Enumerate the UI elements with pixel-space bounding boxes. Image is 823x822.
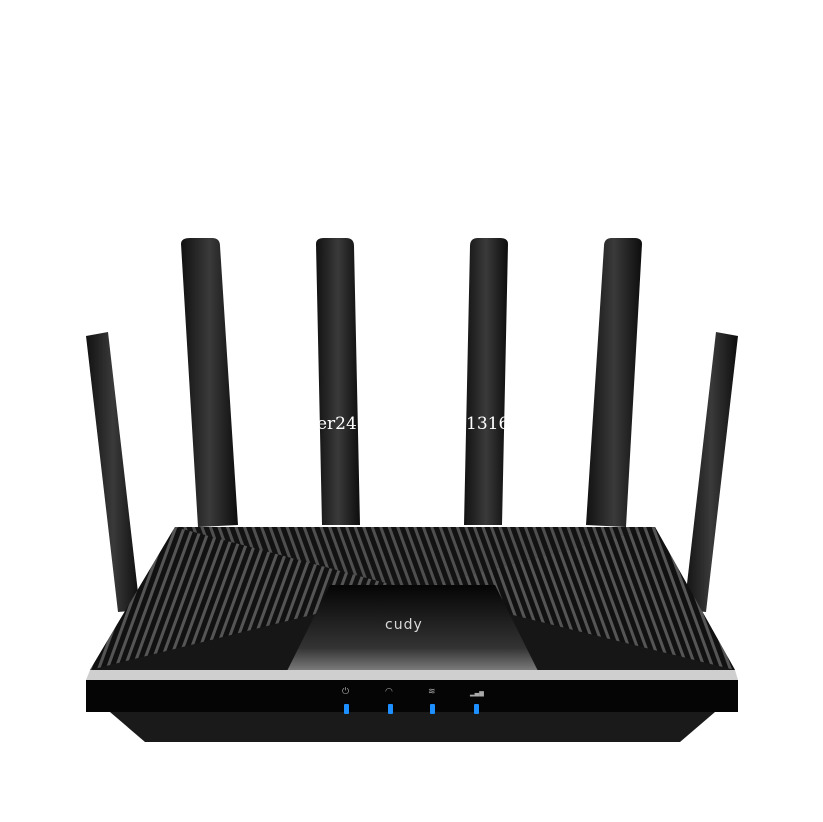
signal-led (474, 704, 479, 714)
wifi-led (430, 704, 435, 714)
signal-icon: ▂▄▆ (470, 690, 484, 697)
antenna (684, 332, 738, 612)
antenna (464, 238, 508, 525)
brand-logo: cudy (385, 617, 423, 633)
power-led (344, 704, 349, 714)
antenna (86, 332, 140, 612)
antenna (316, 238, 360, 525)
power-icon: ⏻ (342, 687, 350, 697)
antenna (181, 238, 238, 527)
wifi-icon: ≋ (428, 687, 436, 697)
internet-icon: ◠ (385, 687, 393, 697)
antenna (586, 238, 642, 527)
watermark-text: 1316 (466, 414, 510, 434)
internet-led (388, 704, 393, 714)
watermark-text: her24 (306, 414, 357, 434)
